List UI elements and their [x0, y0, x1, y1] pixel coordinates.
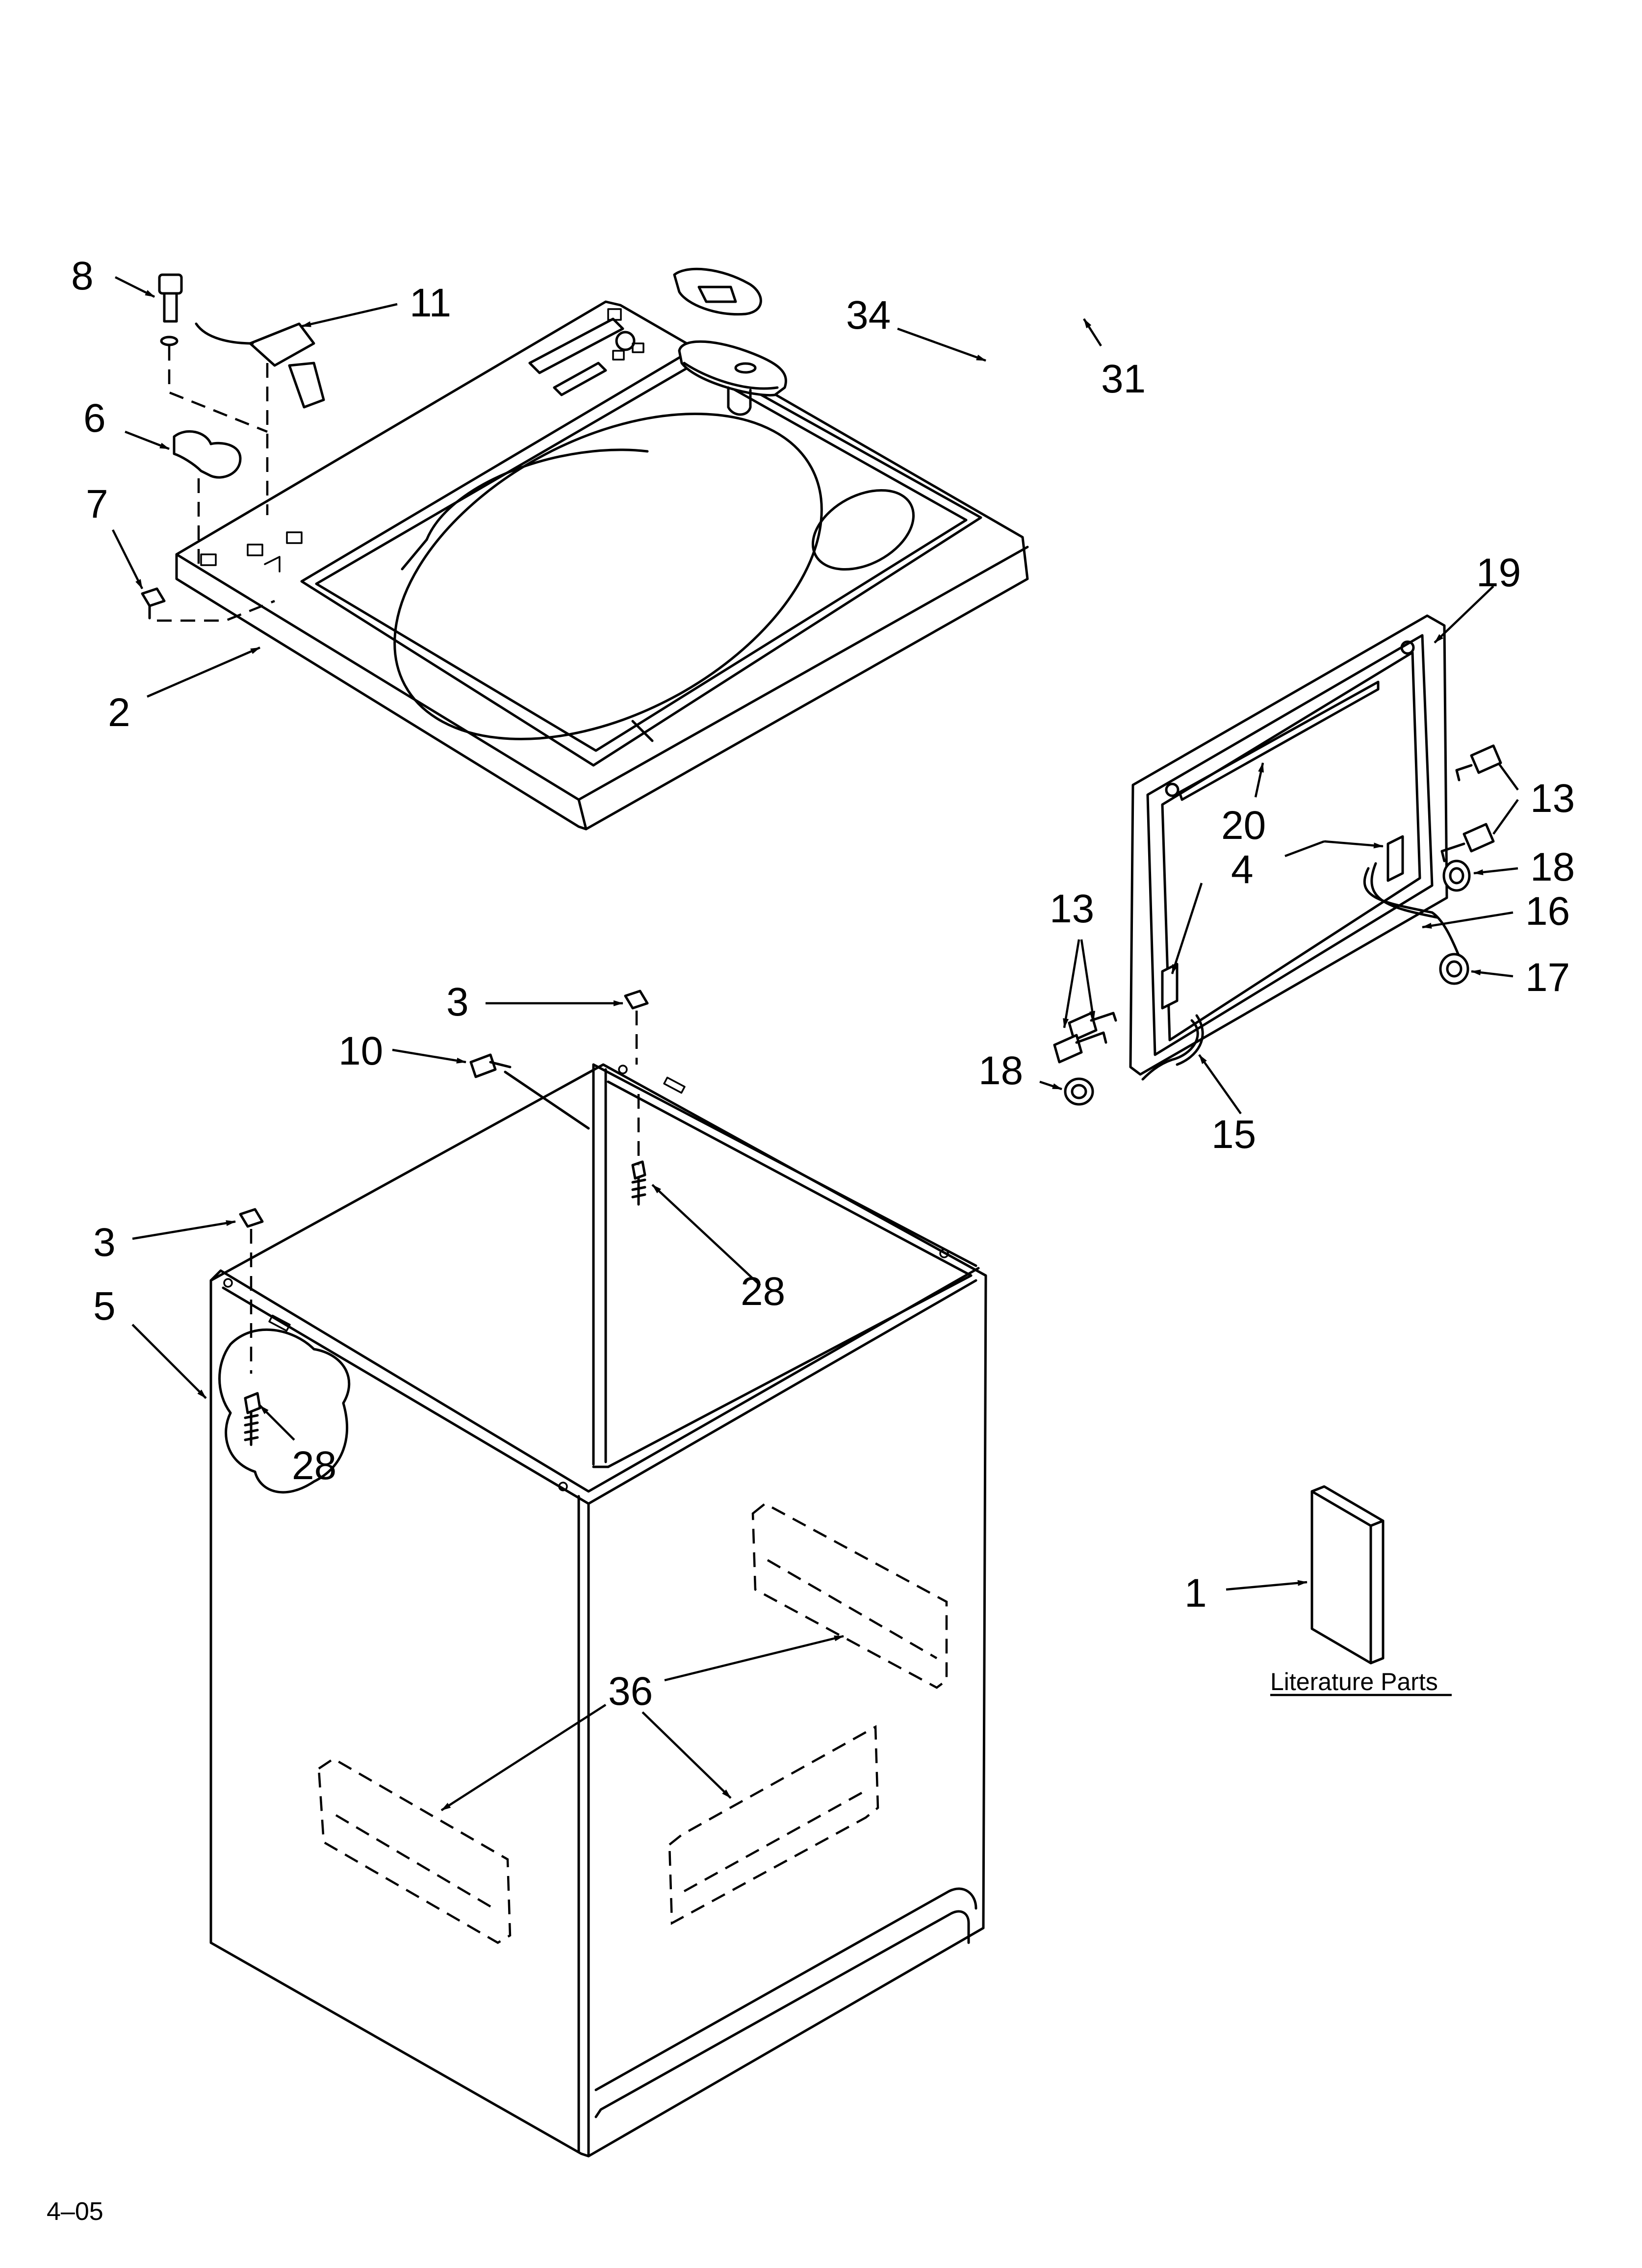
callout-3-top: 3 [446, 980, 469, 1024]
dispenser-cups [673, 267, 787, 416]
callout-17: 17 [1525, 955, 1570, 1000]
literature-parts [1310, 1485, 1385, 1665]
clip-6 [173, 430, 242, 564]
callout-1: 1 [1184, 1571, 1207, 1616]
callout-36: 36 [608, 1669, 653, 1714]
lid-hinges [1141, 835, 1463, 1081]
callout-20: 20 [1221, 803, 1266, 848]
callout-18-right: 18 [1530, 845, 1575, 889]
callout-13-left: 13 [1050, 886, 1094, 931]
lid-switch [195, 322, 325, 515]
callout-31: 31 [1101, 357, 1146, 401]
callout-labels: 8 11 34 31 6 7 2 19 20 13 4 18 16 13 17 … [47, 254, 1575, 2226]
cabinet-hidden-pads [317, 1502, 948, 1944]
leader-lines [111, 276, 1519, 1811]
callout-28-left: 28 [292, 1443, 336, 1488]
callout-5: 5 [93, 1284, 116, 1329]
cabinet-hardware [239, 990, 649, 1374]
callout-8: 8 [71, 254, 94, 298]
top-cover [175, 300, 1029, 831]
callout-18-left: 18 [978, 1048, 1023, 1093]
lid-bumpers [1064, 860, 1471, 1106]
callout-13-right: 13 [1530, 776, 1575, 821]
callout-28-right: 28 [741, 1269, 785, 1314]
callout-16: 16 [1525, 889, 1570, 934]
callout-2: 2 [108, 690, 130, 735]
screw-8 [158, 273, 268, 433]
lid-screws [1053, 744, 1502, 1064]
callout-6: 6 [83, 396, 106, 441]
lid [1129, 614, 1448, 1076]
callout-3-left: 3 [93, 1220, 116, 1265]
callout-34: 34 [846, 293, 891, 338]
callout-11: 11 [410, 281, 451, 325]
nut-7 [141, 587, 275, 622]
callout-7: 7 [86, 482, 108, 526]
callout-15: 15 [1211, 1112, 1256, 1157]
page-code: 4–05 [47, 2197, 103, 2226]
callout-4: 4 [1231, 847, 1254, 892]
literature-parts-label: Literature Parts [1270, 1668, 1438, 1695]
cabinet [209, 1063, 987, 2158]
callout-10: 10 [338, 1029, 383, 1073]
callout-19: 19 [1476, 550, 1521, 595]
